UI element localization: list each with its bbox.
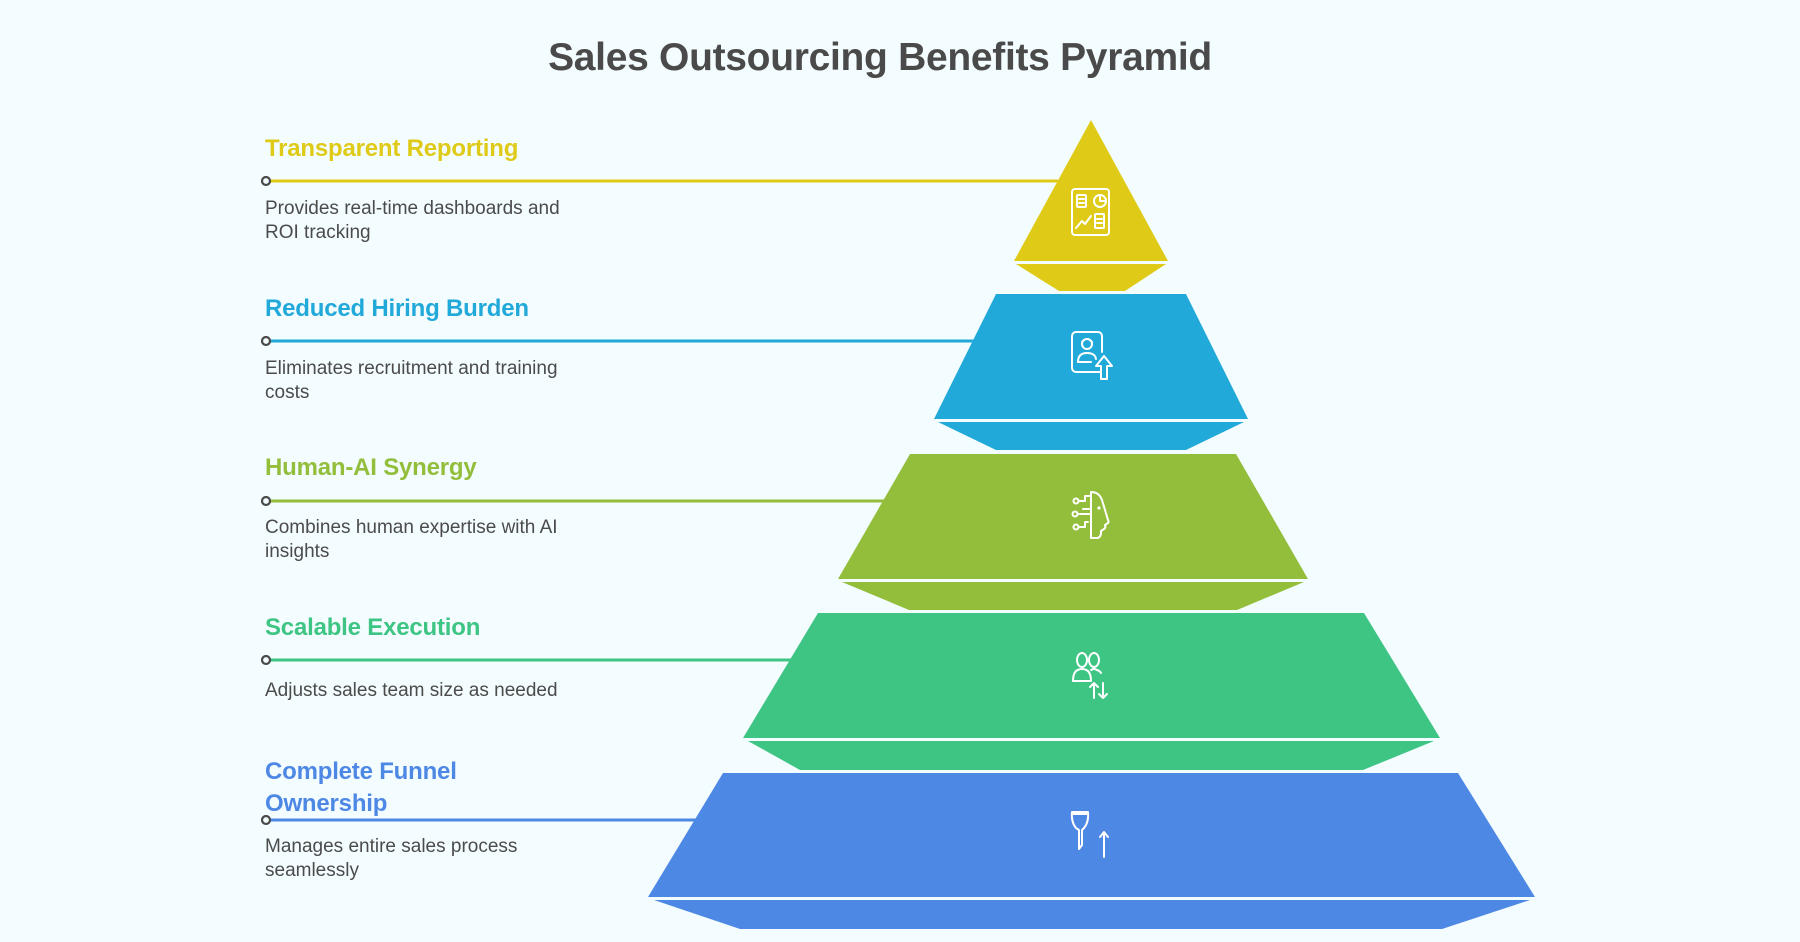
level-4-heading: Scalable Execution <box>265 614 481 641</box>
connector-line-level-5 <box>260 814 696 826</box>
pyramid-tier-1 <box>1014 120 1168 291</box>
level-5-heading: Complete Funnel Ownership <box>265 758 457 817</box>
connector-line-level-3 <box>260 495 886 507</box>
level-5-label: Complete Funnel Ownership <box>265 756 505 820</box>
connector-line-level-1 <box>260 175 1058 187</box>
connector-line-level-2 <box>260 335 974 347</box>
ai-head-circuit-icon <box>1071 491 1110 539</box>
level-4-description: Adjusts sales team size as needed <box>265 680 558 701</box>
level-2-heading: Reduced Hiring Burden <box>265 295 529 322</box>
level-4-label: Scalable Execution <box>265 612 605 644</box>
pyramid-tier-4 <box>743 613 1440 770</box>
funnel-arrow-up-icon <box>1070 811 1109 858</box>
level-1-description: Provides real-time dashboards and ROI tr… <box>265 198 560 243</box>
pyramid-tier-3 <box>838 454 1308 610</box>
level-2-description: Eliminates recruitment and training cost… <box>265 358 558 403</box>
level-1-label: Transparent Reporting <box>265 133 605 165</box>
level-3-heading: Human-AI Synergy <box>265 454 477 481</box>
diagram-title: Sales Outsourcing Benefits Pyramid <box>548 36 1212 79</box>
pyramid-tier-5 <box>648 773 1535 929</box>
connector-line-level-4 <box>260 654 797 666</box>
team-scale-arrows-icon <box>1072 652 1108 699</box>
level-3-description: Combines human expertise with AI insight… <box>265 517 558 562</box>
dashboard-report-icon <box>1071 188 1110 236</box>
level-1-heading: Transparent Reporting <box>265 135 519 162</box>
user-badge-upload-icon <box>1071 331 1113 380</box>
level-2-label: Reduced Hiring Burden <box>265 293 605 325</box>
level-3-label: Human-AI Synergy <box>265 452 605 484</box>
pyramid-tier-2 <box>934 294 1248 450</box>
level-5-description: Manages entire sales process seamlessly <box>265 836 518 881</box>
